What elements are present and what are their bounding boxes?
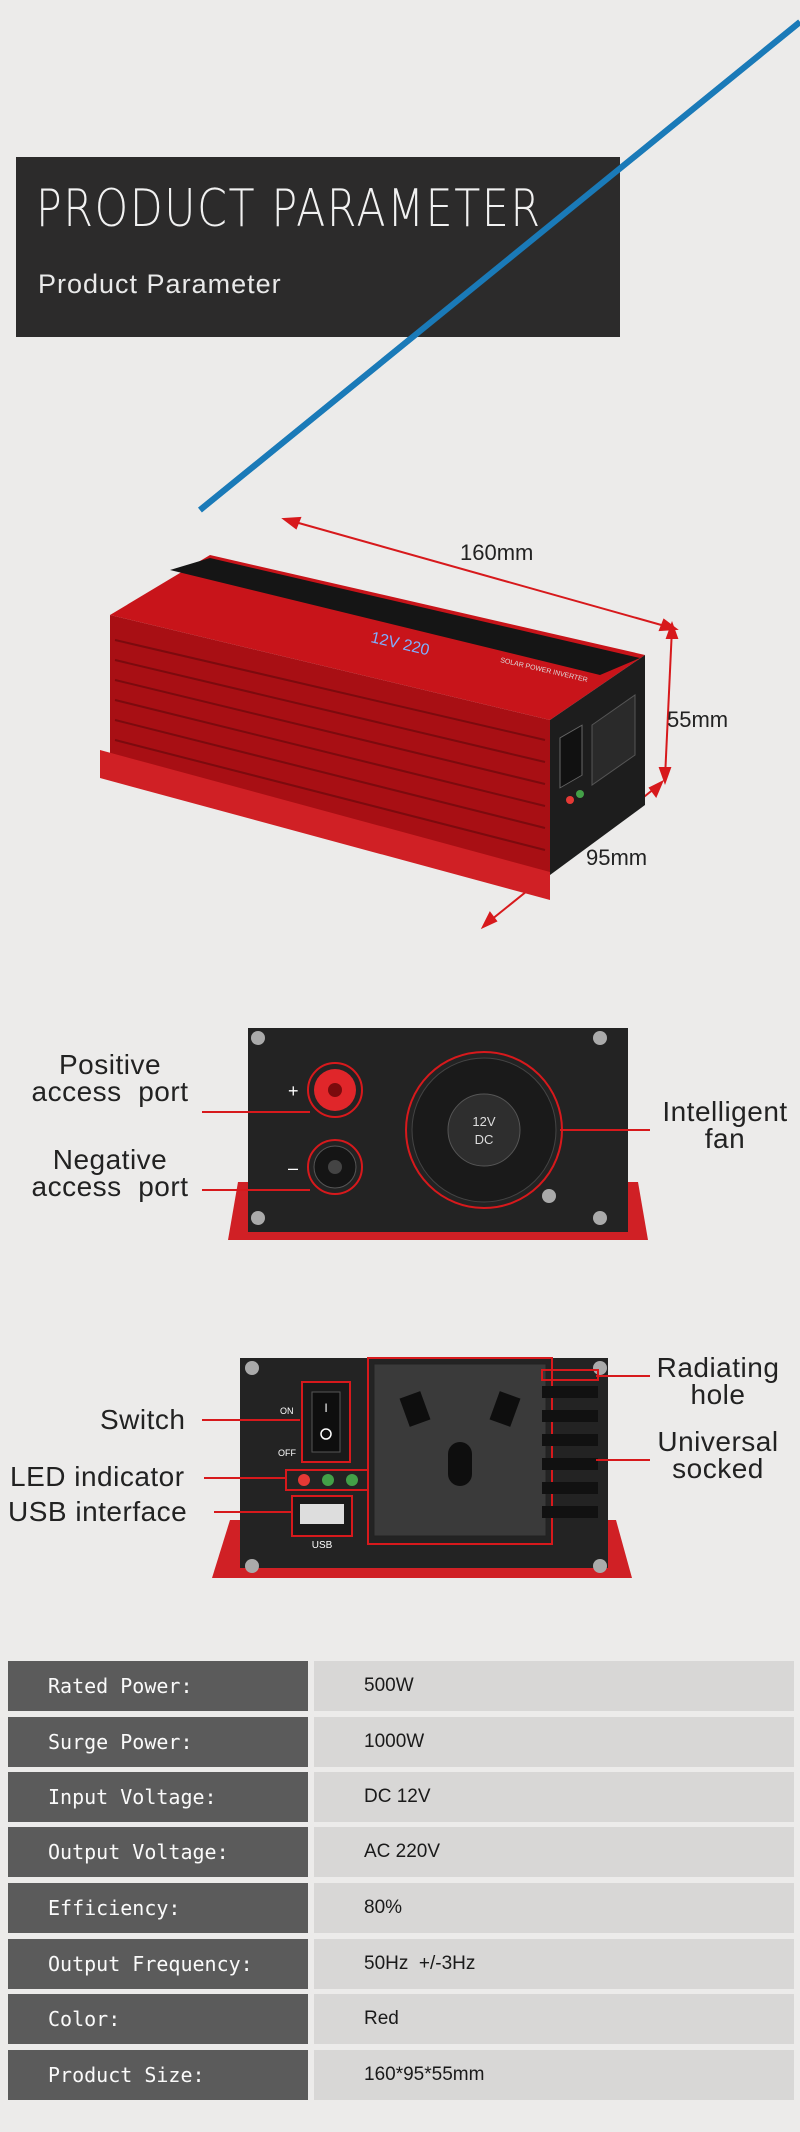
spec-name: Color:: [8, 1994, 308, 2044]
spec-value: 50Hz +/-3Hz: [314, 1939, 794, 1989]
header-banner: PRODUCT PARAMETER Product Parameter: [16, 157, 620, 337]
front-switch: [559, 724, 583, 789]
negative-port-label: Negative access port: [31, 1144, 189, 1202]
dimension-length-label: 160mm: [460, 540, 534, 565]
usb-text: USB: [312, 1540, 333, 1551]
switch-on-text: ON: [280, 1406, 294, 1416]
inverter-side: [110, 615, 550, 875]
usb-interface-label: USB interface: [8, 1496, 188, 1527]
spec-value: 1000W: [314, 1717, 794, 1767]
inverter-top: [110, 555, 645, 720]
fan-text-dc: DC: [475, 1132, 494, 1147]
front-socket: [591, 694, 636, 786]
spec-name: Product Size:: [8, 2050, 308, 2100]
dc-end-panel-image: + – 12V DC: [228, 1028, 648, 1240]
led-red: [298, 1474, 310, 1486]
spec-row-product-size: Product Size: 160*95*55mm: [8, 2050, 794, 2100]
plus-sign: +: [288, 1081, 299, 1101]
spec-name: Output Frequency:: [8, 1939, 308, 1989]
dimension-arrows: [281, 516, 679, 930]
spec-row-output-frequency: Output Frequency: 50Hz +/-3Hz: [8, 1939, 794, 1989]
spec-value: Red: [314, 1994, 794, 2044]
svg-text:I: I: [324, 1401, 327, 1415]
inverter-label-strip: [170, 558, 640, 675]
spec-value: 500W: [314, 1661, 794, 1711]
negative-port-ring: [307, 1139, 363, 1195]
switch-label: Switch: [100, 1404, 186, 1435]
spec-value: 160*95*55mm: [314, 2050, 794, 2100]
spec-value: DC 12V: [314, 1772, 794, 1822]
fan-text-12v: 12V: [472, 1114, 495, 1129]
spec-row-rated-power: Rated Power: 500W: [8, 1661, 794, 1711]
spec-row-input-voltage: Input Voltage: DC 12V: [8, 1772, 794, 1822]
spec-value: 80%: [314, 1883, 794, 1933]
dc-leader-lines: [202, 1111, 650, 1191]
spec-row-surge-power: Surge Power: 1000W: [8, 1717, 794, 1767]
spec-value: AC 220V: [314, 1827, 794, 1877]
spec-name: Input Voltage:: [8, 1772, 308, 1822]
dimension-width-label: 95mm: [586, 845, 648, 870]
inverter-product-image: 12V 220 SOLAR POWER INVERTER: [100, 516, 679, 930]
radiating-hole-label: Radiating hole: [656, 1352, 780, 1410]
led-green-1: [322, 1474, 334, 1486]
switch-off-text: OFF: [278, 1448, 296, 1458]
positive-port-ring: [307, 1062, 363, 1118]
positive-port-label: Positive access port: [31, 1049, 189, 1107]
front-led-green: [576, 790, 584, 798]
minus-sign: –: [288, 1158, 298, 1178]
led-indicator-label: LED indicator: [10, 1461, 185, 1492]
socket-outline: [367, 1357, 553, 1545]
usb-port-icon: [300, 1504, 344, 1524]
inverter-base-flange: [100, 750, 550, 900]
universal-socket-label: Universal socked: [657, 1426, 779, 1484]
page-subtitle: Product Parameter: [38, 269, 282, 299]
spec-name: Efficiency:: [8, 1883, 308, 1933]
front-led-red: [566, 796, 574, 804]
spec-name: Surge Power:: [8, 1717, 308, 1767]
inverter-fins: [114, 639, 546, 851]
spec-row-color: Color: Red: [8, 1994, 794, 2044]
spec-row-output-voltage: Output Voltage: AC 220V: [8, 1827, 794, 1877]
dimension-height-label: 55mm: [667, 707, 729, 732]
page-title: PRODUCT PARAMETER: [36, 179, 542, 239]
ac-end-panel-image: I ON OFF USB: [212, 1357, 632, 1578]
ac-leader-lines: [202, 1375, 650, 1513]
spec-name: Rated Power:: [8, 1661, 308, 1711]
spec-row-efficiency: Efficiency: 80%: [8, 1883, 794, 1933]
radiating-hole-icon: [542, 1386, 598, 1518]
decorative-diagonal-line-overlay: [198, 19, 800, 513]
spec-name: Output Voltage:: [8, 1827, 308, 1877]
led-green-2: [346, 1474, 358, 1486]
intelligent-fan-label: Intelligent fan: [662, 1096, 788, 1154]
